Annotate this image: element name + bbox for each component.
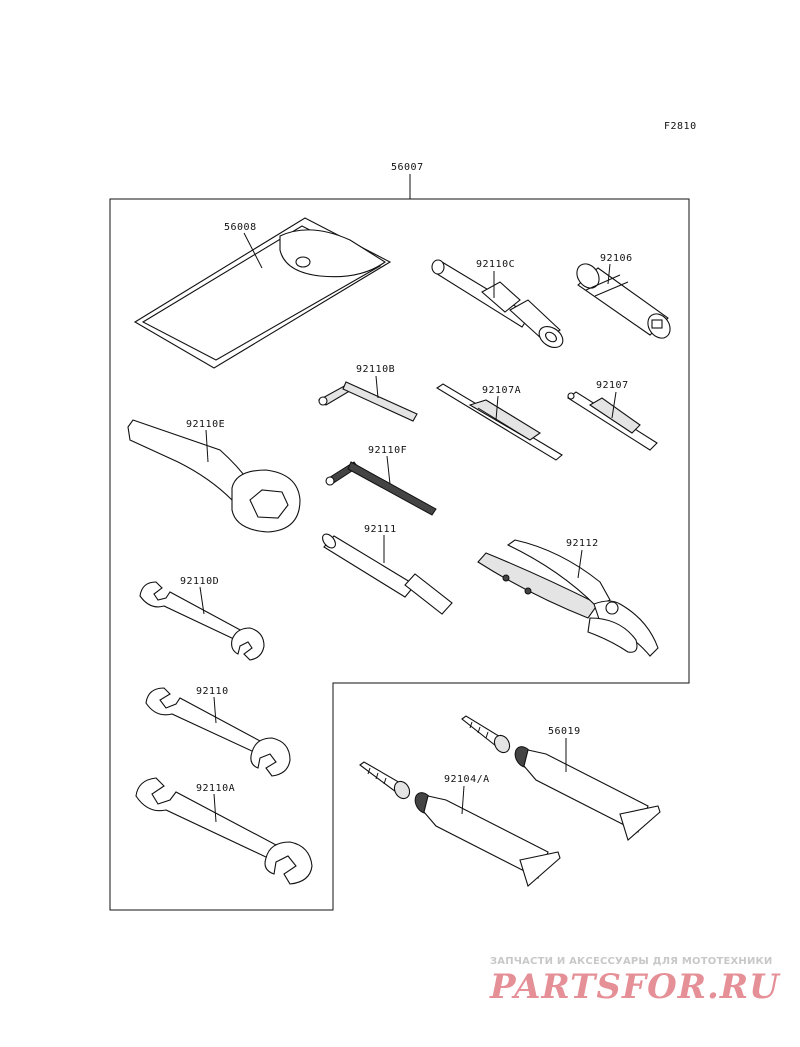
screwdriver bbox=[567, 391, 658, 451]
tool-pouch bbox=[133, 217, 392, 369]
grease-tube-a bbox=[359, 761, 561, 887]
wrench bbox=[145, 687, 291, 777]
ring-wrench bbox=[127, 419, 301, 533]
wrench-d bbox=[139, 581, 265, 661]
label-screwdriver: 92107 bbox=[596, 380, 629, 391]
label-grease-tube: 56019 bbox=[548, 726, 581, 737]
screwdriver-a bbox=[435, 383, 563, 461]
hex-key-f bbox=[325, 461, 437, 516]
leader-screwdriver bbox=[611, 391, 617, 419]
grease-tube bbox=[461, 715, 661, 841]
watermark-tagline: ЗАПЧАСТИ И АКСЕССУАРЫ ДЛЯ МОТОТЕХНИКИ bbox=[490, 956, 773, 967]
pliers bbox=[477, 539, 659, 657]
socket-tool bbox=[431, 259, 564, 349]
watermark-logo: PARTSFOR.RU bbox=[489, 967, 781, 1007]
label-wrench-d: 92110D bbox=[180, 576, 219, 587]
leader-spark-plug-socket bbox=[607, 263, 611, 285]
leader-ring-wrench bbox=[205, 429, 209, 463]
hex-key-b bbox=[317, 381, 418, 422]
leader-grease-tube-a bbox=[461, 785, 465, 815]
leader-hex-key-b bbox=[375, 375, 379, 399]
leader-pouch bbox=[243, 232, 263, 269]
label-wrench: 92110 bbox=[196, 686, 229, 697]
leader-wrench-a bbox=[213, 793, 217, 823]
label-extension-bar: 92111 bbox=[364, 524, 397, 535]
label-ring-wrench: 92110E bbox=[186, 419, 225, 430]
leader-pliers bbox=[577, 549, 583, 579]
label-grease-tube-a: 92104/A bbox=[444, 774, 490, 785]
figure-code: F2810 bbox=[664, 121, 697, 132]
kit-outline bbox=[109, 198, 690, 911]
label-screwdriver-a: 92107A bbox=[482, 385, 521, 396]
extension-bar bbox=[322, 533, 453, 615]
watermark: ЗАПЧАСТИ И АКСЕССУАРЫ ДЛЯ МОТОТЕХНИКИ PA… bbox=[489, 956, 781, 1007]
label-socket-tool: 92110C bbox=[476, 259, 515, 270]
label-hex-key-b: 92110B bbox=[356, 364, 395, 375]
label-hex-key-f: 92110F bbox=[368, 445, 407, 456]
label-pouch: 56008 bbox=[224, 222, 257, 233]
spark-plug-socket bbox=[576, 263, 671, 339]
kit-label: 56007 bbox=[391, 162, 424, 173]
leader-screwdriver-a bbox=[495, 395, 499, 421]
leader-wrench bbox=[213, 696, 217, 724]
label-spark-plug-socket: 92106 bbox=[600, 253, 633, 264]
label-pliers: 92112 bbox=[566, 538, 599, 549]
leader-wrench-d bbox=[199, 586, 205, 615]
label-wrench-a: 92110A bbox=[196, 783, 235, 794]
leader-hex-key-f bbox=[386, 455, 391, 485]
wrench-a bbox=[135, 777, 313, 885]
